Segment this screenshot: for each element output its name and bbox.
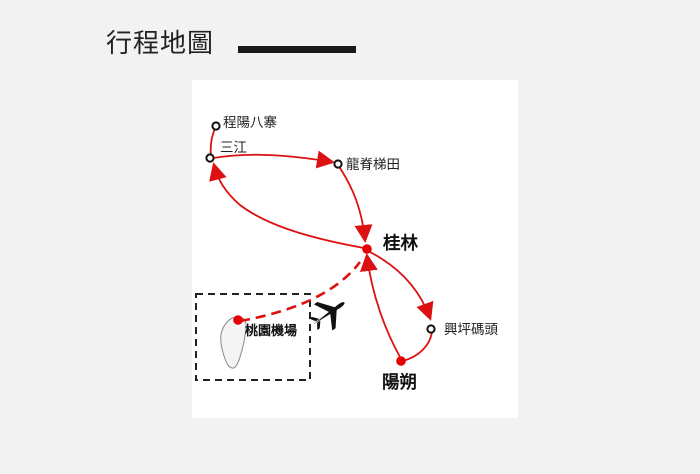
label-xingping: 興坪碼頭: [444, 322, 498, 338]
route-guilin-sanjiang: [209, 162, 365, 249]
label-chengyang: 程陽八寨: [223, 114, 277, 131]
taoyuan-dot: [233, 315, 243, 325]
sanjiang-marker: [205, 153, 215, 163]
label-yangshuo: 陽朔: [382, 372, 417, 393]
title-underline-bar: [238, 46, 356, 53]
page-title: 行程地圖: [106, 29, 215, 59]
label-sanjiang: 三江: [220, 140, 247, 156]
taiwan-inset-box: [195, 293, 311, 381]
taiwan-island-shape: [220, 316, 247, 369]
yangshuo-dot: [396, 356, 406, 366]
chengyang-marker: [211, 121, 221, 131]
label-longji: 龍脊梯田: [346, 156, 400, 173]
map-panel: [192, 80, 518, 418]
route-longji-guilin: [339, 167, 373, 243]
route-flight-taoyuan-guilin: [239, 261, 362, 323]
label-guilin: 桂林: [382, 233, 418, 254]
airplane-icon: [309, 302, 345, 331]
route-xingping-yangshuo: [402, 331, 433, 362]
guilin-dot: [362, 244, 372, 254]
route-yangshuo-guilin: [359, 253, 401, 358]
label-taoyuan: 桃園機場: [245, 323, 297, 339]
longji-marker: [333, 159, 343, 169]
route-sanjiang-longji: [212, 150, 335, 169]
xingping-marker: [426, 324, 436, 334]
